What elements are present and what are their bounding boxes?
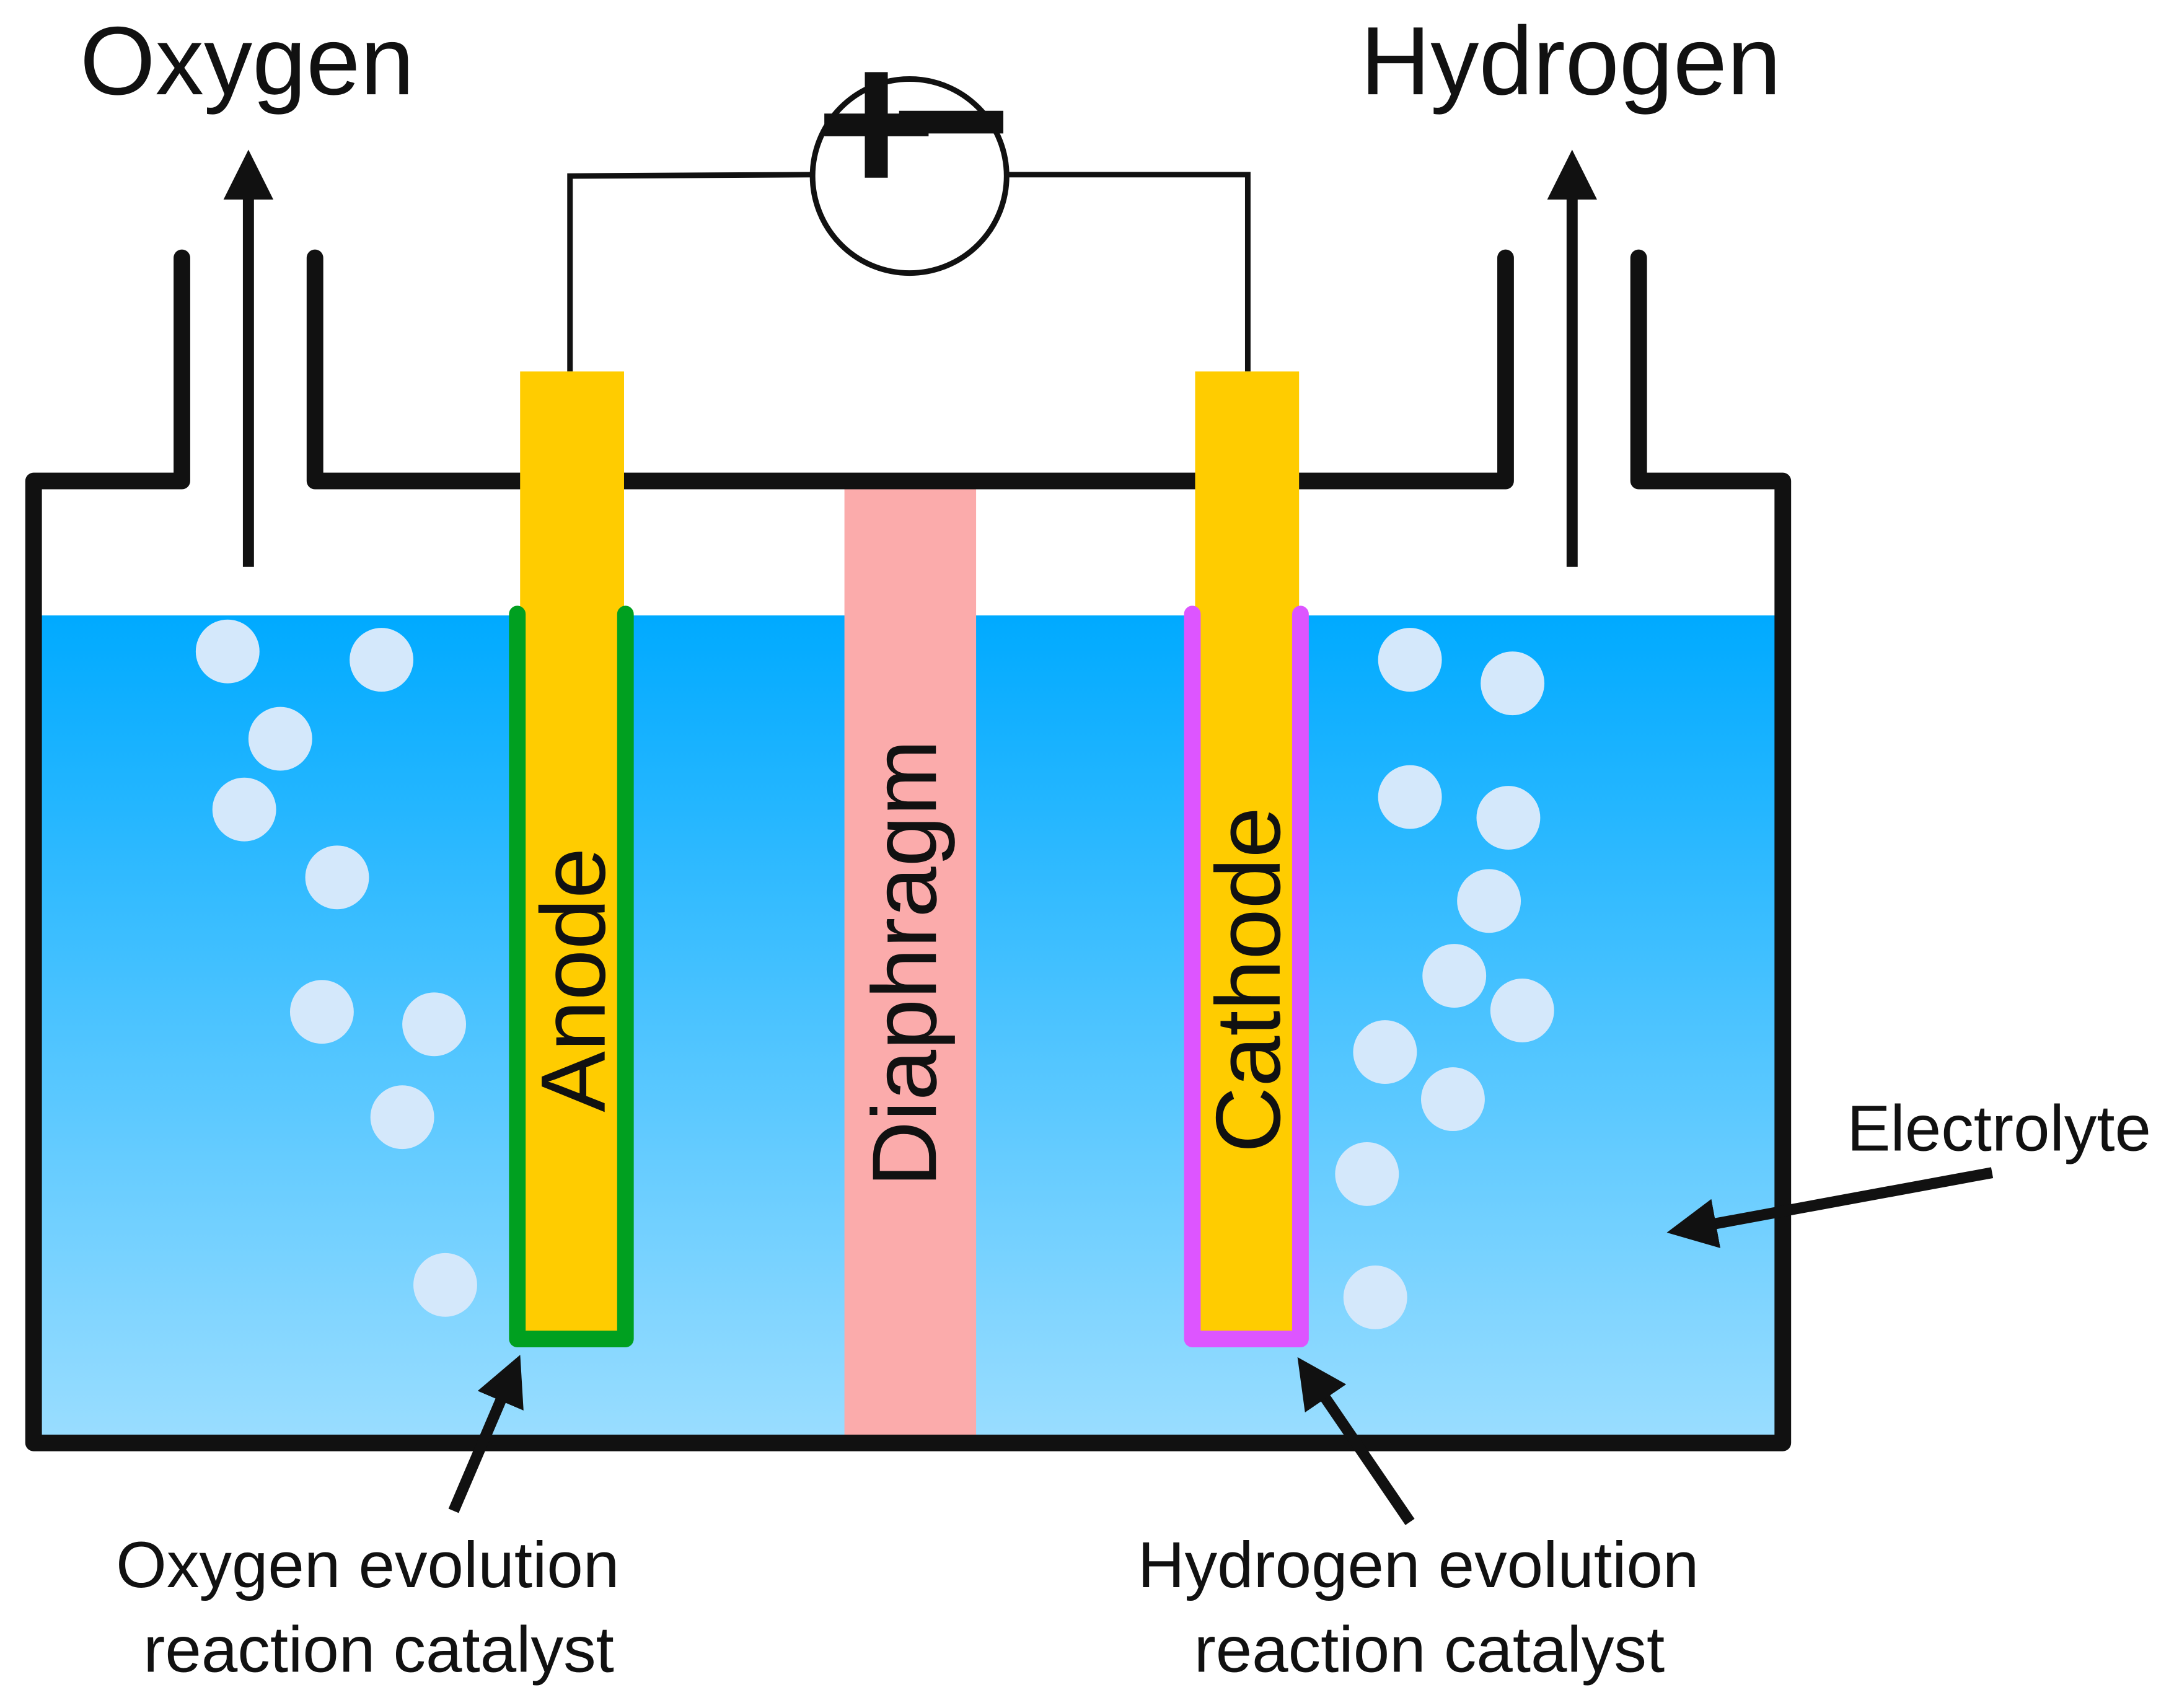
bubble [1378, 628, 1442, 692]
electrolyte-label: Electrolyte [1847, 1092, 2151, 1164]
bubble [1422, 944, 1487, 1008]
diaphragm [844, 488, 977, 1437]
oxygen-label: Oxygen [80, 7, 415, 115]
her-pointer-arrow-icon [1297, 1357, 1415, 1525]
her-catalyst-layer [1184, 605, 1309, 1347]
hydrogen-bubbles [1335, 628, 1554, 1329]
bubble [1343, 1266, 1407, 1329]
oer-catalyst-layer [509, 605, 634, 1347]
oxygen-bubbles [195, 619, 477, 1317]
plus-sign: + [816, 6, 937, 239]
bubble [1476, 786, 1541, 850]
bubble [1481, 651, 1545, 716]
bubble [402, 992, 467, 1057]
bubble [1378, 765, 1442, 829]
oer-label-line2: reaction catalyst [143, 1613, 614, 1686]
bubble [289, 980, 354, 1044]
bubble [1490, 979, 1554, 1042]
bubble [1335, 1142, 1399, 1206]
bubble [305, 845, 369, 910]
battery-symbol-icon: + − [809, 4, 1012, 276]
her-label-line1: Hydrogen evolution [1138, 1529, 1699, 1601]
bubble [370, 1085, 434, 1150]
her-label-line2: reaction catalyst [1194, 1613, 1665, 1686]
cathode-label: Cathode [1197, 807, 1300, 1153]
tank-outline [25, 249, 1792, 1451]
cathode-electrode [1195, 371, 1300, 1342]
diaphragm-label: Diaphragm [853, 739, 956, 1187]
oer-pointer-arrow-icon [448, 1355, 524, 1513]
bubble [350, 628, 414, 692]
bubble [1457, 869, 1521, 933]
hydrogen-label: Hydrogen [1360, 7, 1781, 115]
oer-label-line1: Oxygen evolution [116, 1529, 619, 1601]
bubble [212, 777, 276, 842]
electrolyte-pointer-arrow-icon [1666, 1167, 1994, 1248]
cathode-wire [1006, 172, 1251, 372]
bubble [195, 619, 260, 684]
bubble [248, 707, 312, 771]
minus-sign: − [891, 4, 1012, 236]
bubble [1353, 1020, 1417, 1085]
anode-label: Anode [522, 848, 625, 1112]
anode-electrode [520, 371, 624, 1342]
bubble [413, 1252, 477, 1317]
anode-wire [567, 172, 813, 372]
bubble [1421, 1067, 1485, 1132]
